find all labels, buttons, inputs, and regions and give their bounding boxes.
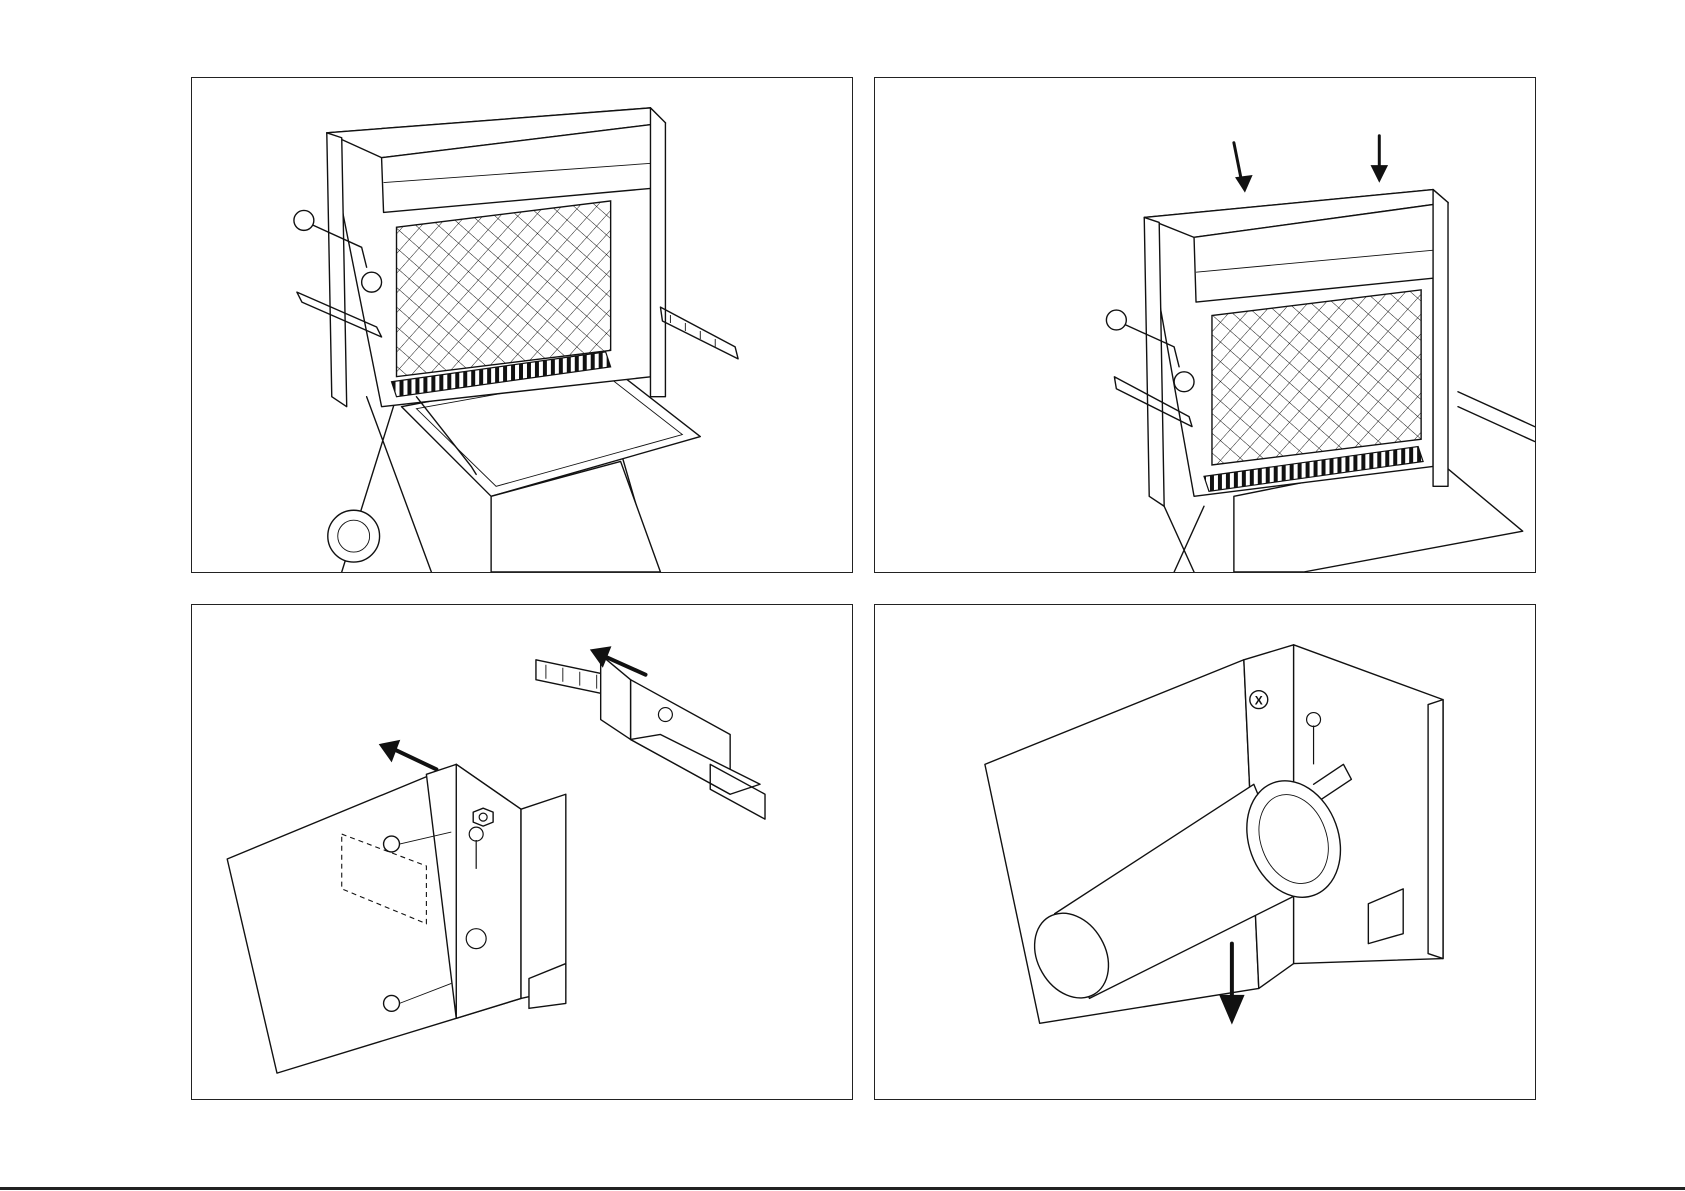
bracket-illustration [192,605,852,1099]
panel-bracket-removal [191,604,853,1100]
screw-x: X [1250,691,1268,709]
panel-grill-press [874,77,1536,573]
spit-motor-illustration: X [875,605,1535,1099]
screw-x-label: X [1255,694,1263,708]
grill-press-illustration [875,78,1535,572]
panel-grill-assembled [191,77,853,573]
grill-illustration [192,78,852,572]
page-bottom-rule [0,1187,1685,1190]
down-arrow-right [1371,136,1387,182]
arrow-lower-left [380,740,437,769]
panel-spit-motor: X [874,604,1536,1100]
nut [473,808,493,826]
down-arrow-left [1234,143,1252,192]
